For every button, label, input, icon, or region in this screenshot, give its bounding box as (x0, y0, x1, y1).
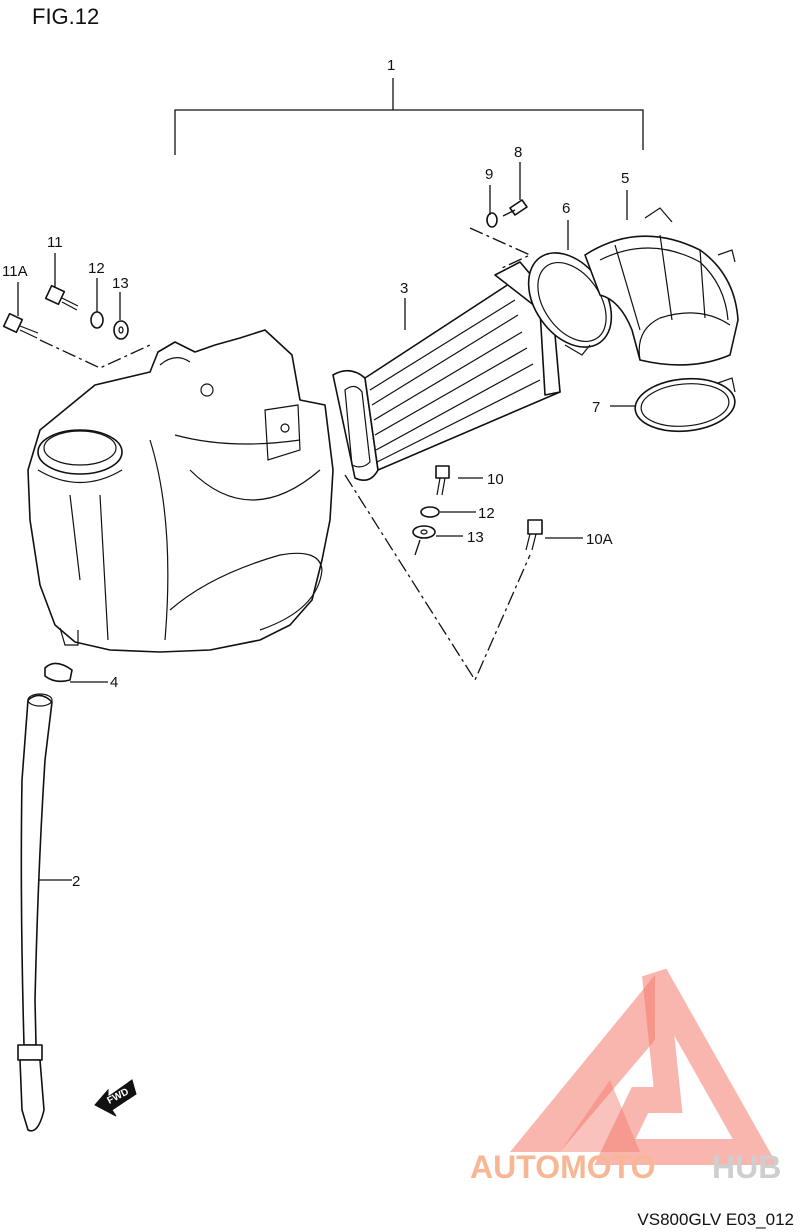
figure-title: FIG.12 (32, 4, 100, 29)
callout-10a: 10A (586, 531, 613, 548)
air-cleaner-box (27, 329, 334, 653)
washer-13-top (113, 320, 129, 340)
washer-12-right (420, 506, 440, 518)
screw-8 (502, 199, 528, 217)
callout-2: 2 (72, 873, 80, 890)
washer-13-right (412, 525, 436, 539)
air-filter-element (332, 261, 561, 481)
watermark-text-automoto: AUTOMOTO (470, 1149, 655, 1185)
watermark-text-hub: HUB (712, 1149, 781, 1185)
leader-lines (17, 162, 636, 881)
callout-9: 9 (485, 166, 493, 183)
fwd-arrow: FWD (94, 1079, 137, 1117)
callout-4: 4 (110, 674, 118, 691)
washer-9 (486, 212, 498, 228)
washer-12-top (90, 311, 104, 329)
hose-clamp (634, 377, 736, 433)
callout-13-top: 13 (112, 275, 129, 292)
callout-12-right: 12 (478, 505, 495, 522)
figure-code: VS800GLV E03_012 (637, 1210, 794, 1229)
callout-8: 8 (514, 144, 522, 161)
watermark-logo: AUTOMOTO HUB (470, 968, 781, 1185)
callout-5: 5 (621, 170, 629, 187)
callout-labels: 1 2 3 4 5 6 7 8 9 10 10A 11 11A 12 13 12… (2, 57, 629, 890)
callout-6: 6 (562, 200, 570, 217)
callout-3: 3 (400, 280, 408, 297)
callout-10: 10 (487, 471, 504, 488)
bolt-10 (435, 465, 450, 496)
callout-7: 7 (592, 399, 600, 416)
bolt-11 (44, 284, 79, 311)
bolt-11a (2, 312, 39, 339)
drain-hose-2 (17, 693, 53, 1132)
bolt-10a (525, 519, 543, 551)
callout-13-right: 13 (467, 529, 484, 546)
callout-12-top: 12 (88, 260, 105, 277)
callout-11: 11 (47, 234, 63, 251)
callout-11a: 11A (2, 263, 28, 280)
intake-elbow (584, 207, 739, 366)
assembly-bracket (174, 78, 644, 155)
callout-1: 1 (387, 57, 395, 74)
drain-plug-4 (44, 662, 73, 683)
